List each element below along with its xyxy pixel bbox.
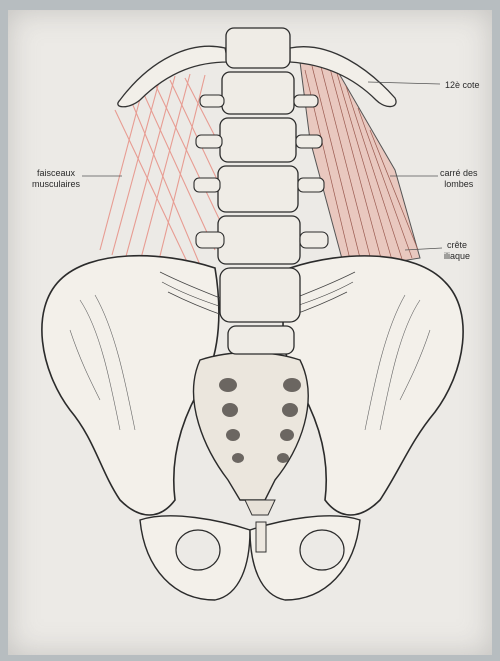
left-obturator-foramen <box>176 530 220 570</box>
lumbar-spine <box>218 28 300 354</box>
right-iliac-wing <box>283 256 463 515</box>
right-obturator-foramen <box>300 530 344 570</box>
sacrum <box>194 353 309 501</box>
label-iliac-crest: crête iliaque <box>444 240 470 262</box>
label-12th-rib: 12è cote <box>445 80 480 91</box>
pubic-symphysis <box>256 522 266 552</box>
coccyx <box>245 500 275 515</box>
label-quadratus-lumborum: carré des lombes <box>440 168 478 190</box>
left-iliac-wing <box>42 256 219 515</box>
label-muscle-fibers: faisceaux musculaires <box>32 168 80 190</box>
